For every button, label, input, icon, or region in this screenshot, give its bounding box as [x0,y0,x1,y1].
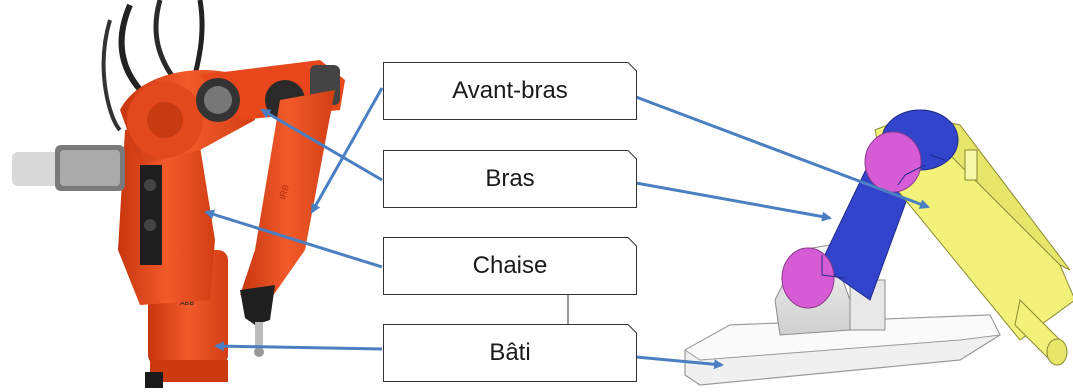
arrow-base-photo [214,341,383,352]
label-box-base: Bâti [383,324,637,382]
arrow-chair-photo [204,209,383,269]
cad-model [684,109,1073,386]
svg-text:IRB: IRB [277,183,291,200]
arrow-arm-photo [260,108,383,182]
svg-text:ABB: ABB [180,300,194,307]
arrow-arm-cad [635,181,832,222]
label-base: Bâti [489,339,531,366]
label-box-chair: Chaise [383,237,637,295]
robot-photo: ABB IRB [12,0,345,388]
label-box-forearm: Avant-bras [383,62,637,120]
label-forearm: Avant-bras [452,77,568,104]
arrow-forearm-cad [635,95,930,209]
label-box-arm: Bras [383,150,637,208]
label-arm: Bras [485,165,535,192]
arrows [204,87,930,370]
label-chair: Chaise [472,252,548,279]
arrow-base-cad [635,355,724,370]
arrow-forearm-photo [310,87,384,214]
